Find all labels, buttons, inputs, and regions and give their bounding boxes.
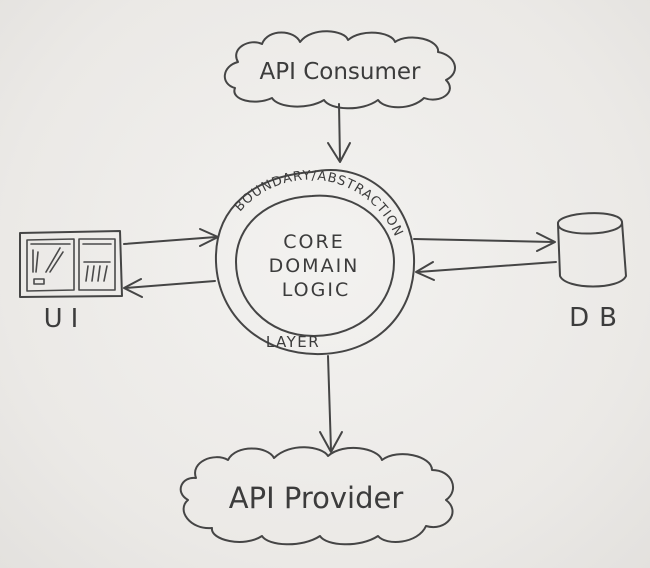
ui-to-core-arrow: [123, 228, 219, 247]
layer-label: LAYER: [266, 333, 320, 351]
core-label-line1: CORE: [283, 231, 344, 253]
db-to-core-arrow: [415, 261, 557, 281]
core-label-line3: LOGIC: [282, 279, 350, 301]
api-consumer-cloud: API Consumer: [223, 30, 456, 110]
api-provider-label: API Provider: [229, 481, 404, 515]
ui-label: UI: [44, 304, 87, 334]
db-label: DB: [569, 303, 627, 333]
consumer-to-core-arrow: [327, 103, 351, 163]
core-label-line2: DOMAIN: [269, 255, 360, 277]
core-to-db-arrow: [413, 232, 556, 252]
ui-window: UI: [19, 230, 123, 334]
core-domain-logic: CORE DOMAIN LOGIC: [269, 231, 360, 301]
api-consumer-label: API Consumer: [260, 59, 422, 85]
core-to-ui-arrow: [123, 278, 216, 298]
core-to-provider-arrow: [319, 355, 343, 453]
db-cylinder: DB: [557, 212, 627, 333]
boundary-abstraction-label: BOUNDARY/ABSTRACTION: [232, 169, 406, 240]
api-provider-cloud: API Provider: [179, 446, 454, 546]
